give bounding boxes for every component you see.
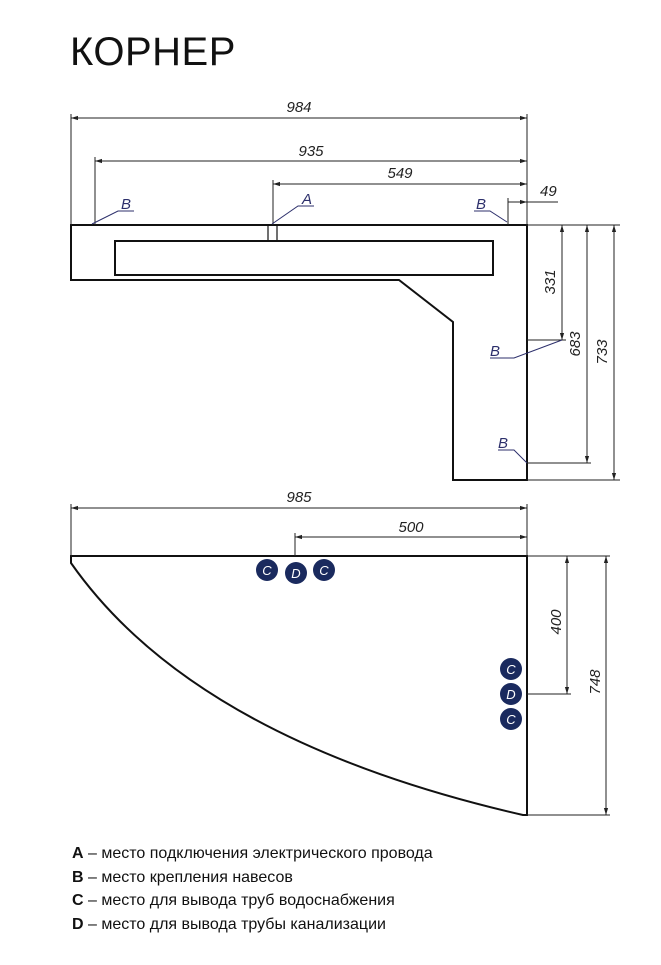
- dim-label-400: 400: [548, 609, 565, 635]
- dim-label-733: 733: [594, 339, 611, 365]
- marker-d-top: D: [285, 562, 307, 584]
- top-view-dimensions: [70, 114, 620, 481]
- label-a: A: [301, 191, 312, 208]
- top-view-outline: [70, 224, 528, 481]
- page-title: КОРНЕР: [70, 30, 236, 74]
- dim-label-500: 500: [398, 519, 424, 536]
- svg-text:C: C: [319, 563, 329, 578]
- legend-item-a: A – место подключения электрического про…: [72, 845, 433, 862]
- marker-d-side: D: [500, 683, 522, 705]
- bottom-view-dimensions: [70, 504, 610, 816]
- svg-text:C: C: [506, 662, 516, 677]
- label-b-left: B: [121, 196, 131, 213]
- label-b-side-upper: B: [490, 343, 500, 360]
- dim-label-331: 331: [542, 269, 559, 294]
- dim-label-49: 49: [540, 183, 557, 200]
- top-view: [70, 224, 528, 481]
- dim-label-935: 935: [298, 143, 324, 160]
- marker-c-top-left: C: [256, 559, 278, 581]
- marker-c-side-upper: C: [500, 658, 522, 680]
- legend-item-b: B – место крепления навесов: [72, 868, 293, 886]
- label-b-side-lower: B: [498, 435, 508, 452]
- pipe-markers: C D C C D C: [256, 559, 522, 730]
- legend-item-d: D – место для вывода трубы канализации: [72, 915, 386, 933]
- dim-label-683: 683: [567, 331, 584, 357]
- dim-label-549: 549: [387, 165, 413, 182]
- dim-label-984: 984: [286, 99, 311, 116]
- top-view-basin: [114, 240, 494, 276]
- svg-text:D: D: [506, 687, 515, 702]
- bottom-view: [70, 555, 528, 816]
- bottom-view-outline: [70, 555, 528, 816]
- marker-c-top-right: C: [313, 559, 335, 581]
- top-view-leaders: [91, 205, 563, 464]
- svg-text:C: C: [506, 712, 516, 727]
- dim-label-748: 748: [587, 669, 604, 695]
- svg-text:C: C: [262, 563, 272, 578]
- svg-text:D: D: [291, 566, 300, 581]
- legend-item-c: C – место для вывода труб водоснабжения: [72, 892, 395, 909]
- marker-c-side-lower: C: [500, 708, 522, 730]
- dim-label-985: 985: [286, 489, 312, 506]
- label-b-right: B: [476, 196, 486, 213]
- legend: A – место подключения электрического про…: [72, 842, 433, 936]
